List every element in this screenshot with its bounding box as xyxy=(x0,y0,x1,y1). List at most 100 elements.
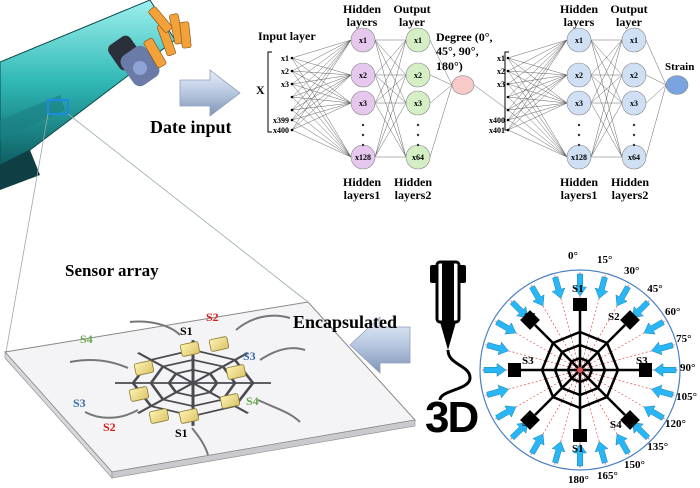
degree-label: Degree (0°, 45°, 90°, 180°) xyxy=(436,30,493,73)
network_1-hidden-node-label: x2 xyxy=(359,71,367,80)
angle-label-90: 90° xyxy=(680,362,696,374)
polar-arrow xyxy=(486,384,509,399)
polar-arrow xyxy=(573,273,587,297)
network_2-output-node-label: x64 xyxy=(628,153,640,162)
sensor-array-label-1: S2 xyxy=(206,310,219,324)
data-input-arrow xyxy=(179,69,241,117)
polar-arrow xyxy=(615,433,631,455)
network_1-hidden-node xyxy=(350,62,376,88)
network_2-hidden-node-label: x2 xyxy=(575,71,583,80)
polar-arrow xyxy=(509,421,529,441)
polar-arrow xyxy=(651,341,674,356)
polar-arrow xyxy=(631,421,651,441)
network_2-input-label-0: x1 xyxy=(497,54,505,63)
network_2-output-node xyxy=(621,27,647,53)
sensor-array-label-2: S3 xyxy=(243,349,256,363)
sensor-array-label-4: S4 xyxy=(80,332,93,346)
network_1-hidden-node xyxy=(350,27,376,53)
network_2-output-node-label: x3 xyxy=(630,99,638,108)
net2-hidden-title: Hidden layers xyxy=(559,2,598,29)
polar-arrow xyxy=(509,299,529,319)
input-symbol: X xyxy=(256,83,265,97)
sensor-array-label-5: S3 xyxy=(73,396,86,410)
network-connections xyxy=(291,39,667,158)
angle-label-15: 15° xyxy=(596,253,613,266)
polar-arrow xyxy=(551,441,566,464)
network_2-hidden-node xyxy=(566,62,592,88)
network_1-output-node-label: x2 xyxy=(414,71,422,80)
robot-arm-illustration xyxy=(0,0,192,190)
sensor-array-label-7: S1 xyxy=(175,426,188,440)
polar-arrow xyxy=(631,299,651,319)
3d-printer-icon xyxy=(430,260,472,401)
network_1-hidden-node-label: x1 xyxy=(359,36,367,45)
network_1-hidden-node-label: x128 xyxy=(355,153,371,162)
network_2-hidden-node-label: x128 xyxy=(571,153,587,162)
network_2-input-label-2: x3 xyxy=(497,80,505,89)
network_2-hidden-node xyxy=(566,27,592,53)
angle-label-165: 165° xyxy=(596,470,618,483)
network_1-input-label-1: x2 xyxy=(281,67,289,76)
strain-label: Strain xyxy=(665,61,695,73)
polar-sensor-label-6: S3 xyxy=(636,355,648,367)
angle-label-60: 60° xyxy=(664,306,681,318)
network_1-input-label-3: x399 xyxy=(273,116,289,125)
polar-sensor-label-1: S2 xyxy=(608,311,620,323)
polar-arrow xyxy=(495,319,517,335)
polar-sensor-label-3: S4 xyxy=(524,311,536,323)
polar-arrow xyxy=(615,285,631,307)
polar-arrow xyxy=(643,405,665,421)
angle-label-135: 135° xyxy=(647,441,669,454)
polar-arrow xyxy=(653,363,677,377)
polar-arrow xyxy=(643,319,665,335)
polar-sensor-label-2: S3 xyxy=(522,355,534,367)
polar-arrow xyxy=(529,433,545,455)
network_1-hidden-node xyxy=(350,90,376,116)
network_1-input-label-0: x1 xyxy=(281,54,289,63)
polar-arrow xyxy=(551,276,566,299)
polar-orientation-diagram xyxy=(479,269,681,471)
sensor-location-box xyxy=(47,99,69,115)
angle-label-30: 30° xyxy=(624,265,640,277)
polar-arrow xyxy=(573,443,587,467)
network_1-output-node xyxy=(405,62,431,88)
polar-arrow xyxy=(483,363,507,377)
polar-sensor-label-0: S1 xyxy=(572,283,584,295)
polar-sensor-label-4: S1 xyxy=(572,443,584,455)
net1-output-title: Output layer xyxy=(393,2,431,29)
network_2-input-label-4: x401 xyxy=(489,126,505,135)
input-layer-title: Input layer xyxy=(258,29,316,43)
sensor-array-board xyxy=(4,301,416,479)
printer-3d-label: 3D xyxy=(425,393,479,442)
network_2-hidden-node xyxy=(566,90,592,116)
net1-hidden-title: Hidden layers xyxy=(342,2,381,29)
net1-output-bottom: Hidden layers2 xyxy=(393,175,432,202)
sensor-array-label-3: S4 xyxy=(246,394,259,408)
network_1-output-node xyxy=(405,90,431,116)
network_1-input-label-2: x3 xyxy=(281,80,289,89)
net2-output-title: Output layer xyxy=(610,2,648,29)
network_1-output-node xyxy=(405,27,431,53)
network_2-input-label-3: x400 xyxy=(489,116,505,125)
polar-arrow xyxy=(495,405,517,421)
network_2-hidden-node-label: x1 xyxy=(575,36,583,45)
polar-arrow xyxy=(486,341,509,356)
network_2-output-node xyxy=(621,62,647,88)
network_2-output-node-label: x2 xyxy=(630,71,638,80)
network_1-result-node xyxy=(451,75,475,95)
polar-sensor-label-5: S2 xyxy=(522,417,534,429)
network_1-output-node-label: x1 xyxy=(414,36,422,45)
polar-arrow xyxy=(651,384,674,399)
network_2-input-label-1: x2 xyxy=(497,67,505,76)
net1-hidden-bottom: Hidden layers1 xyxy=(342,175,381,202)
network_1-input-label-4: x400 xyxy=(273,126,289,135)
network_1-output-node-label: x64 xyxy=(412,153,424,162)
angle-label-180: 180° xyxy=(568,474,589,486)
polar-arrow xyxy=(594,276,609,299)
angle-label-120: 120° xyxy=(664,418,686,430)
encapsulated-label: Encapsulated xyxy=(293,312,398,332)
network_2-hidden-node-label: x3 xyxy=(575,99,583,108)
data-input-label: Date input xyxy=(150,117,232,137)
network_2-output-node xyxy=(621,90,647,116)
